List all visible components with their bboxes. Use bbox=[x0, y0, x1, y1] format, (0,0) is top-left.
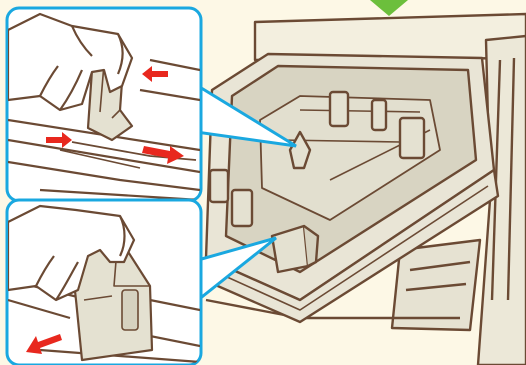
callout-top-side-guides bbox=[7, 8, 201, 201]
callout-bottom-end-guide bbox=[7, 200, 201, 365]
marker-triangle-icon bbox=[370, 0, 408, 16]
